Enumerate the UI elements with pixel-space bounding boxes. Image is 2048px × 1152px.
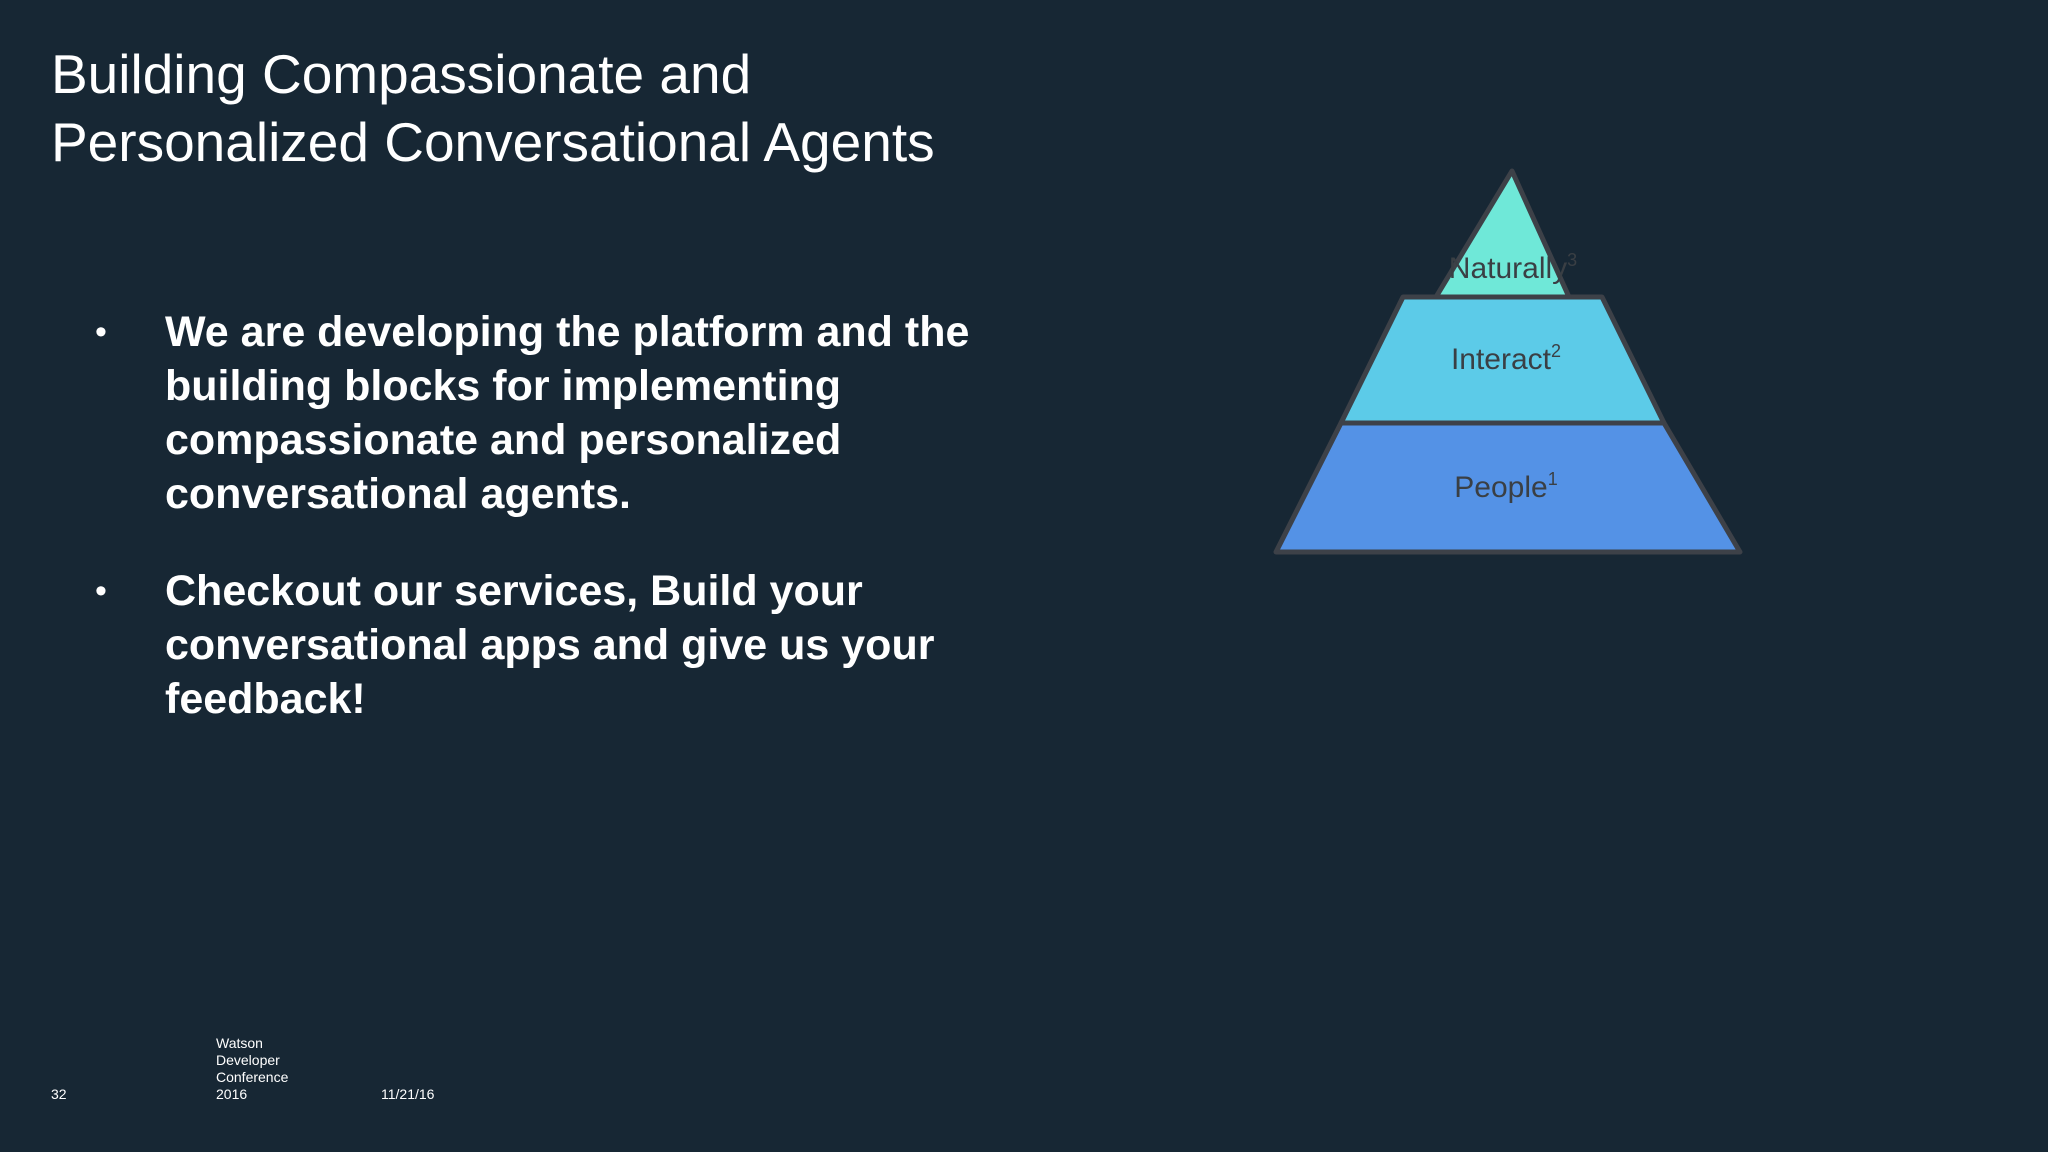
slide-title: Building Compassionate and Personalized … [51, 40, 1151, 176]
pyramid-label-naturally-text: Naturally [1449, 252, 1567, 285]
pyramid-label-interact: Interact2 [1451, 341, 1561, 376]
bullet-dot: • [95, 313, 107, 351]
slide-title-line-1: Building Compassionate and [51, 43, 752, 105]
bullet-text: Checkout our services, Build your conver… [165, 567, 935, 723]
bullet-item-platform: • We are developing the platform and the… [95, 305, 1055, 521]
bullet-item-services: • Checkout our services, Build your conv… [95, 564, 1055, 726]
footer-event-line: Conference [216, 1069, 289, 1085]
pyramid-label-people: People1 [1454, 469, 1557, 504]
pyramid-label-people-sup: 1 [1548, 469, 1558, 489]
pyramid-tier-naturally [1433, 168, 1572, 300]
pyramid-diagram: Naturally3 Interact2 People1 [1273, 168, 1743, 555]
footer-event-line: 2016 [216, 1086, 248, 1102]
bullet-list: • We are developing the platform and the… [95, 305, 1055, 769]
footer-date: 11/21/16 [381, 1086, 435, 1102]
bullet-text: We are developing the platform and the b… [165, 308, 970, 518]
pyramid-label-interact-sup: 2 [1551, 341, 1561, 361]
pyramid-label-interact-text: Interact [1451, 343, 1552, 376]
footer-event-line: Watson [216, 1035, 263, 1051]
pyramid-label-people-text: People [1454, 471, 1547, 504]
pyramid-label-naturally: Naturally3 [1449, 250, 1577, 285]
footer-page-number: 32 [51, 1086, 67, 1102]
slide-title-line-2: Personalized Conversational Agents [51, 111, 935, 173]
pyramid-label-naturally-sup: 3 [1567, 250, 1577, 270]
footer-event-name: Watson Developer Conference 2016 [216, 1035, 336, 1103]
footer-event-line: Developer [216, 1052, 280, 1068]
bullet-dot: • [95, 572, 107, 610]
